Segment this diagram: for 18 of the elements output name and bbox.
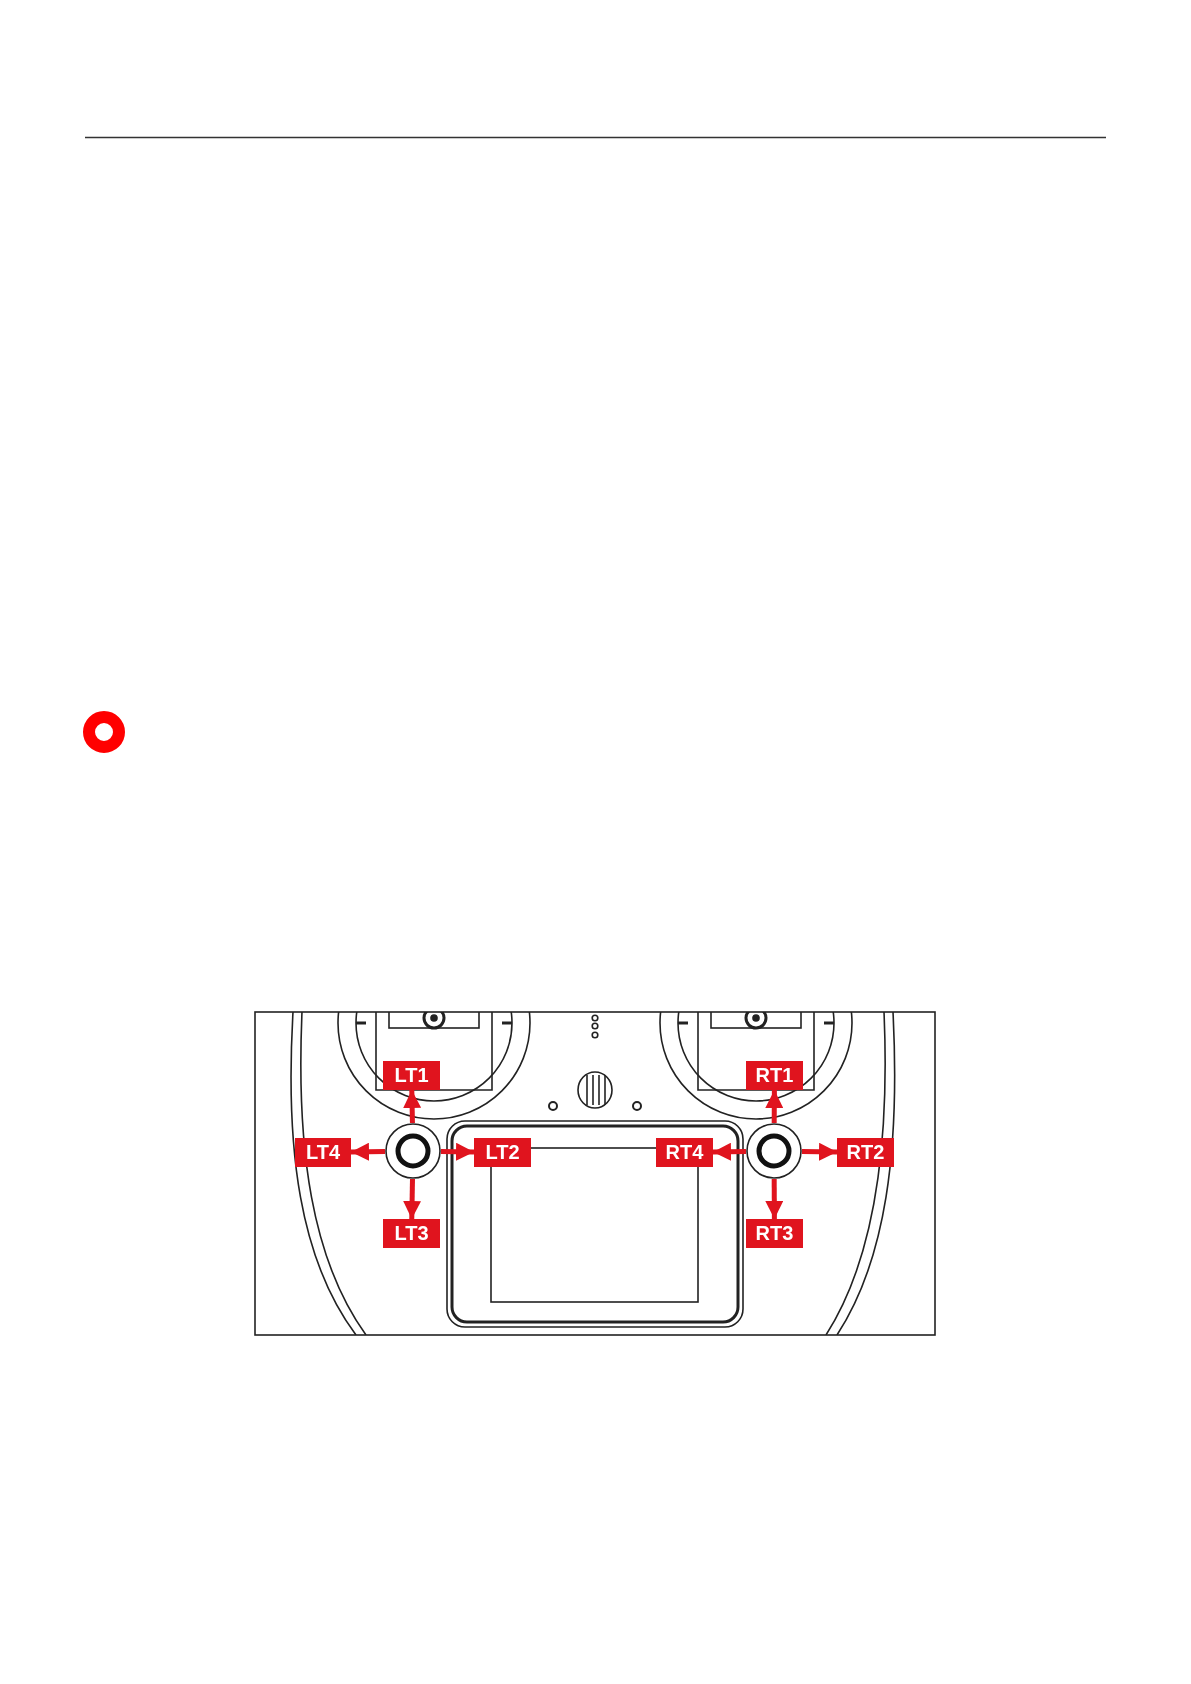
arrow bbox=[403, 1178, 422, 1220]
arrow bbox=[765, 1179, 784, 1219]
control-label: LT2 bbox=[474, 1138, 531, 1167]
control-label: LT4 bbox=[295, 1138, 351, 1167]
control-label: RT3 bbox=[746, 1219, 803, 1248]
control-label: LT3 bbox=[383, 1219, 440, 1248]
arrow bbox=[765, 1090, 784, 1123]
control-label: RT1 bbox=[746, 1061, 803, 1090]
arrow bbox=[403, 1089, 422, 1124]
arrow bbox=[712, 1142, 747, 1161]
arrow bbox=[440, 1142, 475, 1161]
control-label: RT4 bbox=[656, 1138, 713, 1167]
arrow bbox=[801, 1142, 838, 1161]
control-label: RT2 bbox=[837, 1138, 894, 1167]
joystick-drawing bbox=[746, 1123, 802, 1179]
control-label: LT1 bbox=[383, 1061, 440, 1090]
joystick-drawing bbox=[385, 1123, 441, 1179]
arrow bbox=[350, 1142, 386, 1161]
